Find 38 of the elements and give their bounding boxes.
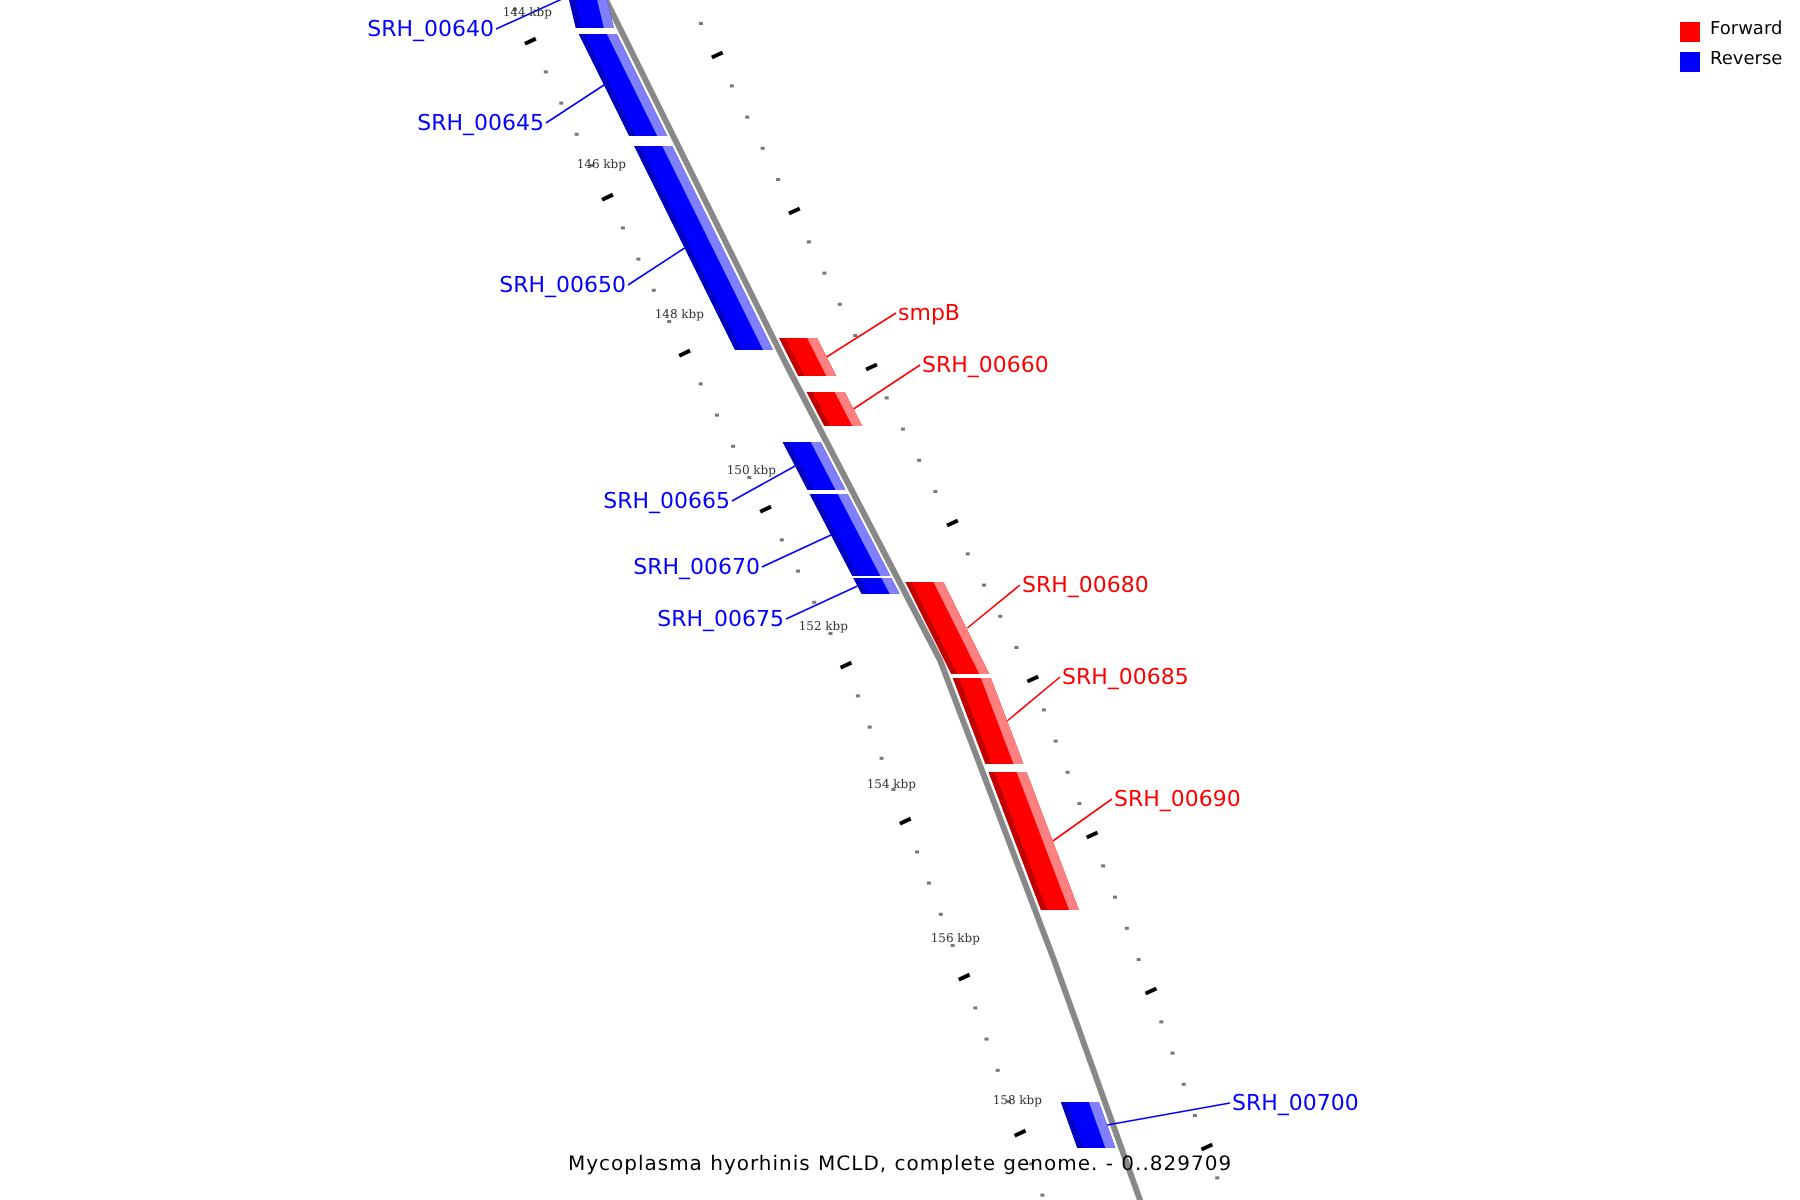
leader-line (1106, 1102, 1231, 1126)
legend-label: Reverse (1710, 50, 1783, 72)
leader-line (761, 534, 832, 568)
leader-line (545, 84, 605, 124)
caption: Mycoplasma hyorhinis MCLD, complete genome. - 0..829709 (567, 1154, 1233, 1176)
gene-block (905, 582, 990, 674)
gene-block (988, 772, 1079, 910)
gene-block (782, 442, 846, 490)
gene-block (578, 34, 668, 136)
gene-label: SRH_00680 (1022, 572, 1149, 598)
gene-label: SRH_00645 (417, 110, 544, 136)
gene-label: SRH_00670 (633, 554, 760, 580)
gene-label: smpB (898, 300, 960, 326)
legend-label: Forward (1710, 20, 1783, 42)
gene-block (952, 678, 1024, 764)
gene-label: SRH_00690 (1114, 786, 1241, 812)
leader-line (627, 247, 686, 286)
gene-block (809, 494, 891, 576)
leader-line (1006, 676, 1061, 722)
gene-block (1060, 1102, 1116, 1148)
gene-block (779, 338, 837, 376)
leader-line (966, 584, 1021, 629)
leader-line (825, 312, 897, 358)
leader-line (785, 585, 859, 620)
gene-label: SRH_00650 (499, 272, 626, 298)
gene-block (806, 392, 863, 426)
gene-label: SRH_00660 (922, 352, 1049, 378)
leader-line (731, 465, 796, 502)
gene-label: SRH_00640 (367, 16, 494, 42)
leader-line (852, 364, 921, 410)
leader-line (495, 0, 563, 30)
leader-line (1052, 798, 1113, 842)
gene-label: SRH_00700 (1232, 1090, 1359, 1116)
gene-block (853, 578, 900, 594)
gene-label: SRH_00675 (657, 606, 784, 632)
gene-label: SRH_00665 (603, 488, 730, 514)
gene-block (634, 146, 774, 350)
gene-label: SRH_00685 (1062, 664, 1189, 690)
